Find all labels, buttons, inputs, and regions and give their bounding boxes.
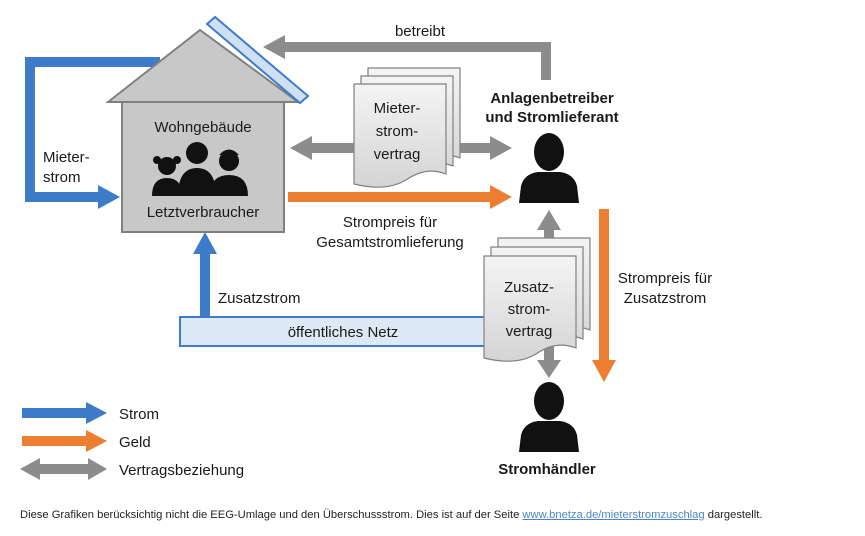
- zusatzstromvertrag-line2: strom-: [508, 301, 551, 318]
- operator-person-icon: [519, 133, 579, 203]
- betreibt-arrow: [263, 35, 551, 80]
- strompreis-zusatz-arrow: [592, 209, 616, 382]
- dealer-person-icon: [519, 382, 579, 452]
- mieterstromvertrag-line2: strom-: [376, 123, 419, 140]
- betreibt-label: betreibt: [395, 23, 446, 40]
- house-title: Wohngebäude: [154, 119, 251, 136]
- legend-label-strom: Strom: [119, 406, 159, 423]
- footer-note: Diese Grafiken berücksichtig nicht die E…: [20, 509, 860, 521]
- zusatzstromvertrag-document: Zusatz- strom- vertrag: [483, 237, 591, 362]
- house-subtitle: Letztverbraucher: [147, 204, 260, 221]
- legend-label-vertrag: Vertragsbeziehung: [119, 462, 244, 479]
- legend-item-geld: Geld: [22, 430, 151, 452]
- dealer-label: Stromhändler: [498, 461, 596, 478]
- legend-label-geld: Geld: [119, 434, 151, 451]
- family-icon: [152, 142, 248, 196]
- zusatzstromvertrag-line1: Zusatz-: [504, 279, 554, 296]
- mieterstrom-arrow: [25, 57, 160, 209]
- mieterstromvertrag-line3: vertrag: [374, 146, 421, 163]
- strompreis-gesamt-line1: Strompreis für: [343, 214, 437, 231]
- public-grid-bar: öffentliches Netz: [179, 316, 497, 347]
- house: Wohngebäude Letztverbraucher: [105, 15, 310, 233]
- strompreis-zusatz-line2: Zusatzstrom: [624, 290, 707, 307]
- legend-item-vertrag: Vertragsbeziehung: [20, 458, 244, 480]
- strompreis-gesamt-line2: Gesamtstromlieferung: [316, 234, 464, 251]
- footer-text-after: dargestellt.: [704, 509, 763, 521]
- legend: Strom Geld Vertragsbeziehung: [20, 402, 244, 480]
- zusatzstrom-label: Zusatzstrom: [218, 290, 301, 307]
- legend-item-strom: Strom: [22, 402, 159, 424]
- mieterstromvertrag-line1: Mieter-: [374, 100, 421, 117]
- mieterstrom-label-line1: Mieter-: [43, 149, 90, 166]
- footer-text-before: Diese Grafiken berücksichtig nicht die E…: [20, 509, 523, 521]
- public-grid-label: öffentliches Netz: [288, 324, 399, 341]
- footer-link[interactable]: www.bnetza.de/mieterstromzuschlag: [522, 509, 705, 521]
- operator-label-line2: und Stromlieferant: [485, 109, 618, 126]
- zusatzstrom-arrow: [193, 232, 217, 316]
- mieterstrom-label-line2: strom: [43, 169, 81, 186]
- solar-panel-icon: [205, 15, 310, 105]
- mieterstromvertrag-document: Mieter- strom- vertrag: [353, 67, 461, 188]
- zusatzstromvertrag-line3: vertrag: [506, 323, 553, 340]
- operator-label-line1: Anlagenbetreiber: [490, 90, 614, 107]
- strompreis-gesamt-arrow: [288, 185, 512, 209]
- strompreis-zusatz-line1: Strompreis für: [618, 270, 712, 287]
